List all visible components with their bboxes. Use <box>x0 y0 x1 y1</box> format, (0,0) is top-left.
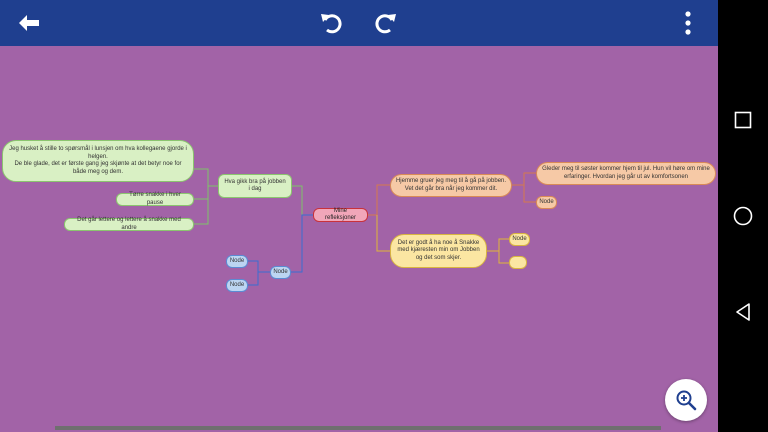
mindmap-connectors <box>194 168 536 286</box>
top-toolbar <box>0 0 718 46</box>
branch-node-orange[interactable]: Hjemme gruer jeg meg til å gå på jobben.… <box>390 174 512 197</box>
undo-icon <box>321 14 342 34</box>
leaf-node-yellow[interactable]: Node <box>509 233 530 246</box>
mindmap-app: Mine refleksjoner Hva gikk bra på jobben… <box>0 0 718 432</box>
branch-node-yellow[interactable]: Det er godt å ha noe å Snakke med kjæres… <box>390 234 487 268</box>
overflow-menu-button[interactable] <box>671 6 705 40</box>
leaf-node-green[interactable]: Jeg husket å stille to spørsmål i lunsje… <box>2 140 194 182</box>
recents-button[interactable] <box>727 104 759 136</box>
leaf-node-blue[interactable]: Node <box>226 255 248 268</box>
branch-node-left[interactable]: Hva gikk bra på jobben i dag <box>218 174 292 198</box>
redo-icon <box>375 14 396 34</box>
back-nav-button[interactable] <box>727 296 759 328</box>
leaf-node-orange[interactable]: Node <box>536 196 557 209</box>
leaf-node-green[interactable]: Det går lettere og lettere å snakke med … <box>64 217 194 231</box>
recents-square-icon <box>734 111 752 129</box>
leaf-node-orange[interactable]: Gleder meg til søster kommer hjem til ju… <box>536 162 716 185</box>
back-triangle-icon <box>736 303 750 321</box>
home-circle-icon <box>733 206 753 226</box>
more-vertical-icon <box>685 11 691 35</box>
leaf-node-yellow-empty[interactable] <box>509 256 527 269</box>
mindmap-canvas[interactable]: Mine refleksjoner Hva gikk bra på jobben… <box>0 46 718 432</box>
zoom-button[interactable] <box>665 379 707 421</box>
redo-button[interactable] <box>368 6 402 40</box>
horizontal-scrollbar[interactable] <box>55 426 661 430</box>
leaf-node-green[interactable]: Tørre snakke i hver pause <box>116 192 194 206</box>
back-button[interactable] <box>12 6 46 40</box>
branch-node-blue[interactable]: Node <box>270 266 291 279</box>
android-nav-bar <box>718 0 768 432</box>
leaf-node-blue[interactable]: Node <box>226 279 248 292</box>
undo-button[interactable] <box>315 6 349 40</box>
home-button[interactable] <box>727 200 759 232</box>
root-node[interactable]: Mine refleksjoner <box>313 208 368 222</box>
arrow-left-icon <box>19 15 39 31</box>
zoom-in-icon <box>676 390 697 411</box>
